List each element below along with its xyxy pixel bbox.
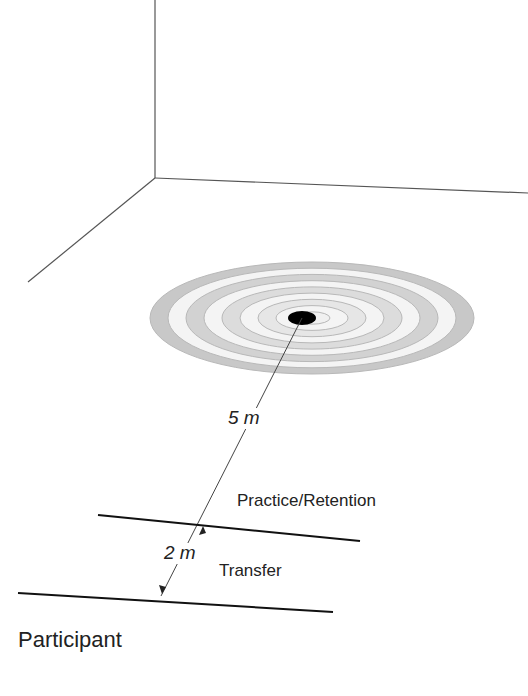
practice-line [98,515,360,541]
distance-line [161,318,302,596]
wall-corner [154,0,155,178]
wall-floor-edge [155,178,528,193]
target-ring [240,293,384,343]
dimension-label: 2 m [162,543,198,564]
target-ring [168,268,456,368]
target-rings [150,262,474,374]
participant-label: Participant [16,628,124,652]
target-ring [204,281,420,356]
wall-floor-edge [28,178,155,282]
dimension-label: 5 m [226,408,262,429]
target-ring [258,299,366,336]
target-ring [276,306,348,331]
line-label: Practice/Retention [235,492,378,511]
dimension-arrow [159,585,166,594]
target-ring [150,262,474,374]
line-label: Transfer [217,562,284,581]
dimension-arrow [199,526,206,535]
target-ring [186,274,438,361]
transfer-line [18,593,333,612]
target-ring [222,287,402,349]
